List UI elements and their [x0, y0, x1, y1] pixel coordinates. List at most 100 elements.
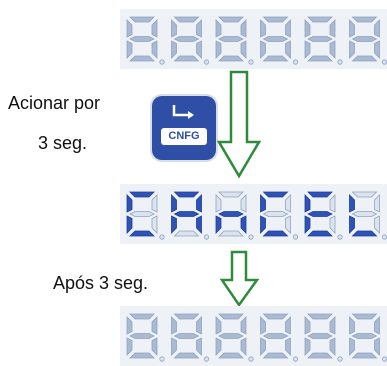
display-digit: [215, 313, 254, 362]
seven-segment-display: [126, 313, 387, 362]
segment-a: [262, 191, 289, 198]
segment-a: [351, 313, 378, 320]
segment-g: [262, 36, 289, 42]
segment-f: [260, 194, 266, 213]
segment-a: [129, 313, 155, 320]
segment-b: [329, 19, 336, 38]
segment-e: [349, 215, 355, 234]
segment-b: [329, 316, 336, 335]
segment-d: [218, 55, 244, 62]
decimal-point: [203, 356, 210, 362]
segment-b: [240, 194, 247, 213]
seven-segment-display: [126, 16, 387, 65]
segment-c: [196, 215, 202, 234]
segment-d: [307, 230, 333, 237]
down-arrow-icon: [217, 70, 261, 179]
segment-f: [260, 316, 266, 335]
segment-e: [260, 40, 266, 59]
cnfg-key[interactable]: CNFG: [152, 96, 216, 160]
segment-a: [307, 313, 333, 320]
segment-c: [196, 337, 202, 356]
segment-c: [329, 40, 336, 59]
segment-e: [215, 40, 222, 59]
segment-e: [349, 40, 355, 59]
segment-b: [196, 19, 202, 38]
decimal-point: [381, 356, 387, 362]
segment-d: [129, 55, 155, 62]
segment-d: [129, 352, 155, 359]
segment-g: [262, 333, 289, 339]
segment-c: [151, 337, 158, 356]
segment-g: [351, 333, 378, 339]
segment-d: [173, 230, 200, 237]
segment-a: [173, 191, 200, 198]
enter-arrow-icon: [172, 105, 194, 119]
segment-f: [215, 194, 222, 213]
segment-b: [374, 316, 380, 335]
segment-d: [173, 55, 200, 62]
segment-e: [215, 215, 222, 234]
segment-e: [349, 337, 355, 356]
segment-g: [129, 333, 155, 339]
segment-a: [351, 191, 378, 198]
display-digit: [126, 313, 165, 362]
segment-g: [218, 211, 244, 217]
segment-f: [171, 19, 177, 38]
display-digit: [171, 313, 210, 362]
segment-a: [218, 313, 244, 320]
display-digit: [349, 313, 387, 362]
segment-g: [173, 36, 200, 42]
segment-g: [351, 211, 378, 217]
segment-g: [218, 36, 244, 42]
segment-a: [262, 16, 289, 23]
decimal-point: [159, 59, 165, 65]
segment-f: [126, 19, 133, 38]
segment-b: [151, 194, 158, 213]
down-arrow-icon: [220, 250, 260, 308]
display-after: [120, 306, 387, 366]
segment-d: [307, 55, 333, 62]
segment-a: [307, 191, 333, 198]
display-digit: [215, 191, 254, 240]
decimal-point: [203, 234, 210, 240]
segment-f: [215, 316, 222, 335]
segment-b: [151, 316, 158, 335]
segment-d: [351, 55, 378, 62]
seven-segment-display: [126, 191, 387, 240]
segment-e: [215, 337, 222, 356]
decimal-point: [248, 59, 254, 65]
segment-b: [374, 19, 380, 38]
decimal-point: [292, 59, 299, 65]
segment-c: [374, 40, 380, 59]
press-instruction-line2: 3 seg.: [38, 133, 88, 153]
segment-c: [285, 215, 291, 234]
segment-e: [126, 337, 133, 356]
decimal-point: [337, 356, 343, 362]
segment-f: [304, 194, 311, 213]
segment-c: [240, 215, 247, 234]
segment-c: [329, 215, 336, 234]
segment-a: [129, 16, 155, 23]
decimal-point: [159, 234, 165, 240]
segment-a: [173, 16, 200, 23]
segment-b: [240, 316, 247, 335]
segment-a: [218, 191, 244, 198]
segment-e: [304, 215, 311, 234]
display-digit: [171, 191, 210, 240]
decimal-point: [337, 59, 343, 65]
segment-d: [173, 352, 200, 359]
segment-b: [196, 316, 202, 335]
segment-g: [129, 36, 155, 42]
segment-e: [126, 215, 133, 234]
segment-g: [307, 36, 333, 42]
segment-f: [349, 19, 355, 38]
segment-g: [262, 211, 289, 217]
segment-d: [351, 352, 378, 359]
decimal-point: [381, 234, 387, 240]
segment-d: [307, 352, 333, 359]
segment-a: [129, 191, 155, 198]
segment-g: [307, 333, 333, 339]
segment-f: [171, 194, 177, 213]
segment-c: [285, 337, 291, 356]
key-label-background: [161, 128, 207, 145]
